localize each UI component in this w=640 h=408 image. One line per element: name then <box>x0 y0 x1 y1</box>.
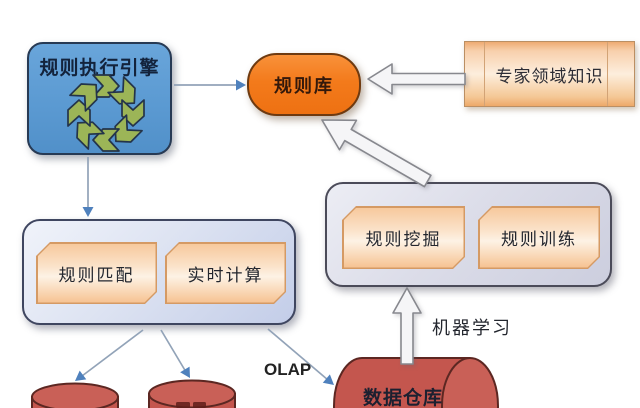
database-cylinder <box>31 382 119 408</box>
group-rule-execution: 规则匹配 实时计算 <box>22 219 296 325</box>
edge-group-to-db2 <box>160 329 187 373</box>
node-rule-matching: 规则匹配 <box>36 242 157 304</box>
data-warehouse-label: 数据仓库 <box>362 388 443 408</box>
node-expert-knowledge: 专家领域知识 <box>464 41 635 107</box>
rule-mining-label: 规则挖掘 <box>344 208 464 268</box>
block-arrow-mining-to-library <box>321 119 432 188</box>
block-arrow-knowledge-to-library <box>367 63 466 95</box>
node-rule-training: 规则训练 <box>478 206 600 269</box>
rule-matching-label: 规则匹配 <box>38 244 156 303</box>
node-rule-library: 规则库 <box>247 53 361 116</box>
expert-knowledge-label: 专家领域知识 <box>495 66 604 86</box>
rule-library-label: 规则库 <box>274 75 334 96</box>
database-cylinder <box>148 379 236 408</box>
group-rule-learning: 规则挖掘 规则训练 <box>325 182 612 287</box>
rule-training-label: 规则训练 <box>480 208 599 268</box>
block-arrow-warehouse-to-mining <box>392 287 422 365</box>
connector-arrowheads <box>75 79 334 385</box>
realtime-computing-label: 实时计算 <box>167 244 285 303</box>
divider <box>484 42 485 106</box>
edge-label-machine-learning: 机器学习 <box>432 318 512 338</box>
edge-group-to-db1 <box>81 329 144 377</box>
node-data-warehouse <box>333 357 499 408</box>
cycle-arrows-icon <box>67 74 145 152</box>
node-rule-mining: 规则挖掘 <box>342 206 465 269</box>
edge-label-olap: OLAP <box>264 360 312 379</box>
node-realtime-computing: 实时计算 <box>165 242 286 304</box>
divider <box>607 42 608 106</box>
rule-engine-label: 规则执行引擎 <box>39 58 160 79</box>
edge-olap-to-warehouse <box>267 328 329 381</box>
clipped-text-marks <box>176 402 206 408</box>
